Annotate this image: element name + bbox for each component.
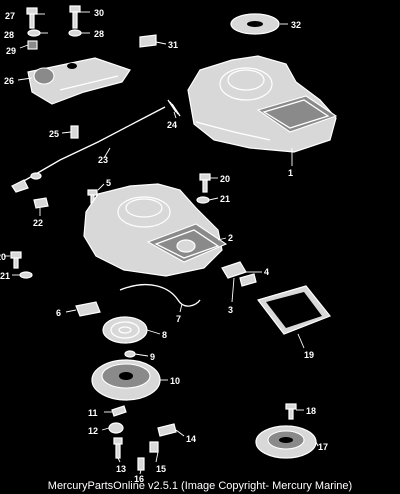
callout-28: 28: [4, 30, 14, 40]
callout-29: 29: [6, 46, 16, 56]
callout-6: 6: [56, 308, 61, 318]
callout-32: 32: [291, 20, 301, 30]
part-30-bolt: [69, 5, 81, 29]
leader-lines: [4, 11, 319, 475]
part-18-bolt: [285, 403, 297, 420]
callout-13: 13: [116, 464, 126, 474]
part-29-bushing: [27, 40, 38, 50]
callout-28b: 28: [94, 29, 104, 39]
part-28-washer: [27, 29, 41, 37]
part-32-decal: [230, 13, 280, 35]
part-13-screw: [113, 437, 123, 459]
callout-7: 7: [176, 314, 181, 324]
part-9-washer: [124, 350, 136, 358]
callout-2: 2: [228, 233, 233, 243]
part-20-bolt: [199, 173, 211, 193]
callout-27: 27: [5, 11, 15, 21]
callout-16: 16: [134, 474, 144, 484]
callout-15: 15: [156, 464, 166, 474]
part-24-spring: [167, 99, 181, 117]
part-11-pawl: [111, 405, 127, 417]
callout-23: 23: [98, 155, 108, 165]
callout-8: 8: [162, 330, 167, 340]
image-caption: MercuryPartsOnline v2.5.1 (Image Copyrig…: [47, 480, 353, 492]
callout-18: 18: [306, 406, 316, 416]
callout-21: 21: [220, 194, 230, 204]
part-15-retainer: [149, 441, 159, 453]
part-8-spring: [102, 316, 148, 344]
part-22-clip: [33, 197, 49, 209]
part-6-lever: [75, 301, 101, 317]
callout-4: 4: [264, 267, 269, 277]
callout-21b: 21: [0, 271, 10, 281]
part-21-washer: [196, 196, 210, 204]
callout-20: 20: [220, 174, 230, 184]
callout-14: 14: [186, 434, 196, 444]
callout-9: 9: [150, 352, 155, 362]
part-26-bracket: [27, 57, 131, 105]
callout-11: 11: [88, 408, 98, 418]
part-14-pawl-spring: [157, 423, 177, 437]
part-31-decal: [139, 34, 157, 48]
callout-22: 22: [33, 218, 43, 228]
part-10-pulley: [91, 359, 161, 401]
part-1-housing-upper: [187, 55, 338, 153]
callout-26: 26: [4, 76, 14, 86]
callout-24: 24: [167, 120, 177, 130]
callout-5: 5: [106, 178, 111, 188]
part-12-spacer: [108, 422, 124, 434]
part-28-washer-b: [68, 29, 82, 37]
callout-31: 31: [168, 40, 178, 50]
callout-3: 3: [228, 305, 233, 315]
callout-20b: 20: [0, 252, 6, 262]
callout-17: 17: [318, 442, 328, 452]
part-3-handle: [221, 261, 247, 279]
part-23-cable: [11, 106, 166, 193]
callout-19: 19: [304, 350, 314, 360]
callout-10: 10: [170, 376, 180, 386]
callout-25: 25: [49, 129, 59, 139]
callout-30: 30: [94, 8, 104, 18]
part-27-screw: [26, 7, 38, 29]
part-19-seal: [256, 285, 331, 335]
part-7-rope: [119, 283, 201, 307]
part-21-washer-b: [19, 271, 33, 279]
part-17-starter-cup: [255, 425, 317, 459]
callout-numbers: 27 30 28 28 29 31 32 26 25 23 24 1 5 20 …: [0, 8, 328, 484]
part-4-insert: [239, 273, 257, 287]
part-20-bolt-b: [10, 251, 22, 269]
part-16-pin: [137, 457, 145, 471]
callout-12: 12: [88, 426, 98, 436]
part-2-housing-lower: [83, 183, 228, 277]
part-25-sleeve: [70, 125, 79, 139]
callout-1: 1: [288, 168, 293, 178]
